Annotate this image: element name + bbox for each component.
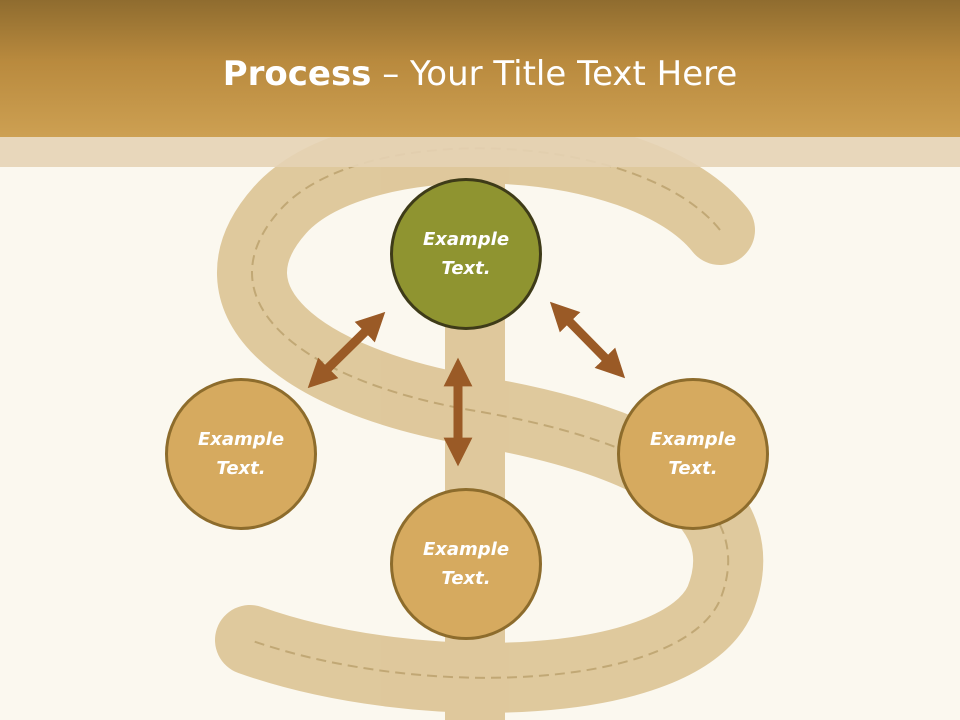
title-rest: – Your Title Text Here	[371, 54, 738, 94]
slide-title: Process – Your Title Text Here	[0, 52, 960, 96]
title-bold: Process	[222, 54, 372, 94]
process-node-center-label: Example Text.	[422, 229, 510, 279]
title-bar-strip	[0, 137, 960, 167]
process-node-right-label: Example Text.	[649, 429, 737, 479]
process-node-left-label: Example Text.	[197, 429, 285, 479]
process-node-center[interactable]: Example Text.	[390, 178, 542, 330]
process-node-right[interactable]: Example Text.	[617, 378, 769, 530]
process-node-bottom-label: Example Text.	[422, 539, 510, 589]
title-bar	[0, 0, 960, 137]
process-node-bottom[interactable]: Example Text.	[390, 488, 542, 640]
process-node-left[interactable]: Example Text.	[165, 378, 317, 530]
